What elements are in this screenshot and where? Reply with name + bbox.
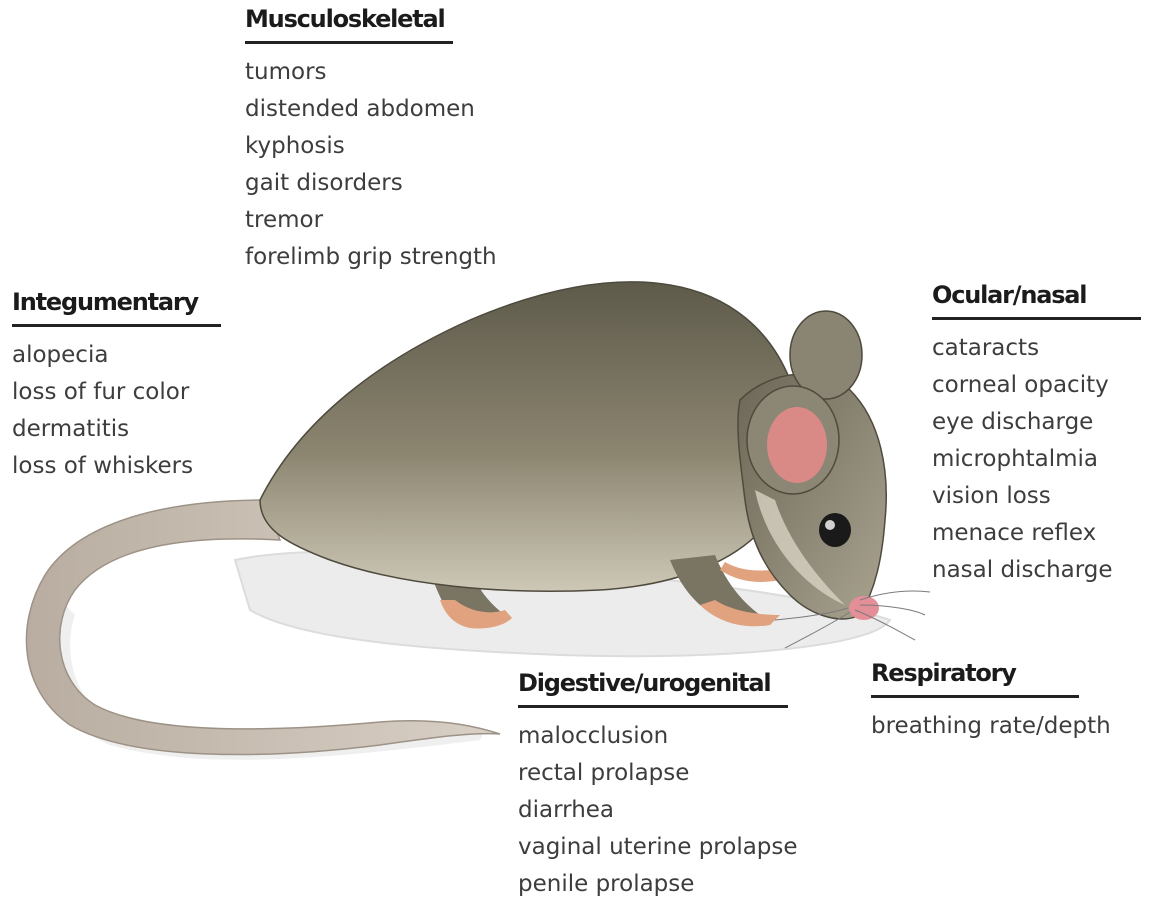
back-ear <box>790 311 862 399</box>
ocular-nasal-list: cataracts corneal opacity eye discharge … <box>932 330 1141 589</box>
list-item: breathing rate/depth <box>871 708 1111 745</box>
list-item: forelimb grip strength <box>245 239 497 276</box>
list-item: vision loss <box>932 478 1141 515</box>
ocular-nasal-title: Ocular/nasal <box>932 280 1141 320</box>
list-item: rectal prolapse <box>518 755 798 792</box>
list-item: tumors <box>245 54 497 91</box>
eye-highlight <box>825 520 835 530</box>
integumentary-title: Integumentary <box>12 287 221 327</box>
integumentary-list: alopecia loss of fur color dermatitis lo… <box>12 337 221 485</box>
body <box>260 282 800 591</box>
ocular-nasal-group: Ocular/nasal cataracts corneal opacity e… <box>932 280 1141 589</box>
list-item: loss of whiskers <box>12 448 221 485</box>
nose <box>849 596 879 620</box>
list-item: eye discharge <box>932 404 1141 441</box>
front-ear-inner <box>767 407 827 483</box>
list-item: penile prolapse <box>518 866 798 903</box>
eye <box>819 513 851 547</box>
list-item: loss of fur color <box>12 374 221 411</box>
respiratory-title: Respiratory <box>871 658 1079 698</box>
digestive-urogenital-title: Digestive/urogenital <box>518 668 788 708</box>
digestive-urogenital-group: Digestive/urogenital malocclusion rectal… <box>518 668 798 903</box>
list-item: nasal discharge <box>932 552 1141 589</box>
list-item: distended abdomen <box>245 91 497 128</box>
respiratory-list: breathing rate/depth <box>871 708 1111 745</box>
list-item: gait disorders <box>245 165 497 202</box>
musculoskeletal-title: Musculoskeletal <box>245 4 453 44</box>
musculoskeletal-list: tumors distended abdomen kyphosis gait d… <box>245 54 497 276</box>
list-item: tremor <box>245 202 497 239</box>
digestive-urogenital-list: malocclusion rectal prolapse diarrhea va… <box>518 718 798 903</box>
list-item: corneal opacity <box>932 367 1141 404</box>
integumentary-group: Integumentary alopecia loss of fur color… <box>12 287 221 485</box>
list-item: cataracts <box>932 330 1141 367</box>
list-item: malocclusion <box>518 718 798 755</box>
list-item: vaginal uterine prolapse <box>518 829 798 866</box>
list-item: diarrhea <box>518 792 798 829</box>
list-item: dermatitis <box>12 411 221 448</box>
list-item: microphtalmia <box>932 441 1141 478</box>
list-item: alopecia <box>12 337 221 374</box>
musculoskeletal-group: Musculoskeletal tumors distended abdomen… <box>245 4 497 276</box>
list-item: menace reflex <box>932 515 1141 552</box>
respiratory-group: Respiratory breathing rate/depth <box>871 658 1111 745</box>
list-item: kyphosis <box>245 128 497 165</box>
